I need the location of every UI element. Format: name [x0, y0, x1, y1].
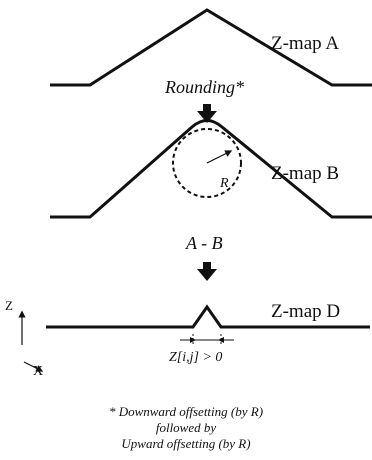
a-minus-b-label: A - B — [186, 233, 223, 253]
zmap-b-profile — [50, 119, 372, 219]
down-arrow-1 — [197, 104, 217, 123]
down-arrow-2 — [197, 262, 217, 281]
footnote: * Downward offsetting (by R) followed by… — [66, 404, 306, 452]
condition-label: Z[i,j] > 0 — [169, 350, 223, 365]
zmap-a-label: Z-map A — [271, 33, 340, 54]
footnote-line-3: Upward offsetting (by R) — [121, 436, 251, 451]
radius-label: R — [220, 176, 229, 191]
rounding-label: Rounding* — [165, 77, 244, 97]
zmap-d-label: Z-map D — [271, 301, 341, 322]
zmap-b-label: Z-map B — [271, 163, 340, 184]
zmap-d-profile — [46, 304, 370, 329]
zmap-a-profile — [50, 8, 372, 87]
z-axis-label: Z — [5, 298, 13, 313]
x-axis — [23, 361, 44, 372]
radius-line — [206, 150, 233, 164]
footnote-line-1: * Downward offsetting (by R) — [108, 404, 264, 419]
rounding-circle — [172, 128, 242, 198]
x-axis-label: X — [33, 364, 44, 379]
footnote-line-2: followed by — [155, 420, 217, 435]
